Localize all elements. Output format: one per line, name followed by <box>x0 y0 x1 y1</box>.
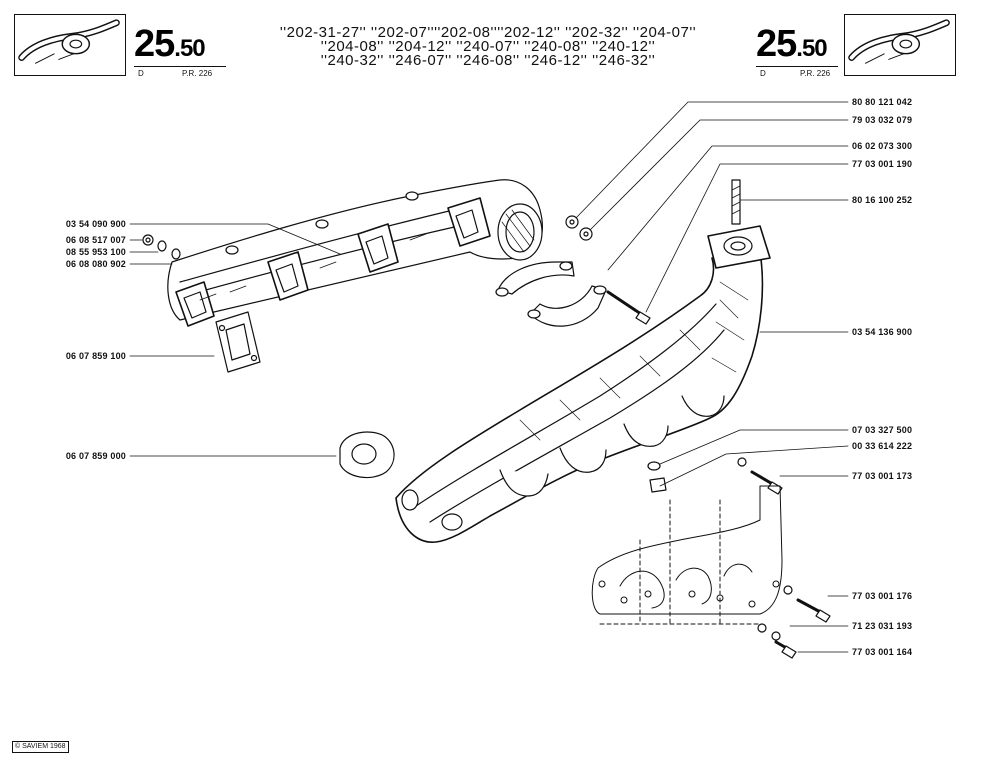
stud <box>731 179 741 225</box>
nut-set-top <box>565 215 593 241</box>
part-ref-right: 80 80 121 042 <box>852 97 913 107</box>
washer-plug-set <box>647 461 667 493</box>
part-ref-right: 79 03 032 079 <box>852 115 913 125</box>
meta-ref-left: P.R. 226 <box>182 69 213 78</box>
copyright-notice: © SAVIEM 1968 <box>12 741 69 753</box>
gasket-small <box>215 311 261 373</box>
part-ref-right: 77 03 001 176 <box>852 591 913 601</box>
part-ref-right: 03 54 136 900 <box>852 327 913 337</box>
manifold-thumbnail-icon <box>18 19 120 64</box>
page-number-right: 25.50 <box>756 23 828 65</box>
meta-letter-right: D <box>760 69 766 78</box>
part-ref-right: 07 03 327 500 <box>852 425 913 435</box>
part-ref-left: 06 08 080 902 <box>65 259 126 269</box>
leader-lines <box>129 101 849 653</box>
part-ref-right: 77 03 001 164 <box>852 647 913 657</box>
clamp-ring <box>495 261 607 327</box>
part-ref-right: 06 02 073 300 <box>852 141 913 151</box>
model-line: ''204-08'' ''204-12'' ''240-07'' ''240-0… <box>320 38 656 55</box>
front-exhaust-manifold <box>167 179 543 327</box>
part-ref-left: 08 55 953 100 <box>65 247 126 257</box>
meta-letter-left: D <box>138 69 144 78</box>
part-ref-left: 03 54 090 900 <box>65 219 126 229</box>
part-ref-left: 06 07 859 000 <box>65 451 126 461</box>
manifold-thumbnail-icon <box>848 19 950 64</box>
model-list: ''202-31-27'' ''202-07''''202-08''''202-… <box>222 24 754 69</box>
part-ref-left: 06 07 859 100 <box>65 351 126 361</box>
thumbnail-right <box>844 14 956 76</box>
installation-outline <box>591 485 783 625</box>
part-ref-right: 80 16 100 252 <box>852 195 913 205</box>
clamp-bolt <box>606 290 651 325</box>
header-rule-left <box>134 66 226 67</box>
thumbnail-left <box>14 14 126 76</box>
header-rule-right <box>756 66 838 67</box>
gasket-round <box>339 431 395 479</box>
part-ref-right: 71 23 031 193 <box>852 621 913 631</box>
meta-ref-right: P.R. 226 <box>800 69 831 78</box>
part-ref-right: 00 33 614 222 <box>852 441 913 451</box>
rear-exhaust-manifold <box>395 225 771 543</box>
part-ref-right: 77 03 001 190 <box>852 159 913 169</box>
part-ref-right: 77 03 001 173 <box>852 471 913 481</box>
part-ref-left: 06 08 517 007 <box>65 235 126 245</box>
bolt-set-lower-right <box>757 585 831 659</box>
model-line: ''202-31-27'' ''202-07''''202-08''''202-… <box>279 24 697 41</box>
bolt-upper-right <box>737 457 783 495</box>
nut-washer-set-left <box>142 234 181 260</box>
page-number-left: 25.50 <box>134 23 206 65</box>
model-line: ''240-32'' ''246-07'' ''246-08'' ''246-1… <box>320 52 656 69</box>
